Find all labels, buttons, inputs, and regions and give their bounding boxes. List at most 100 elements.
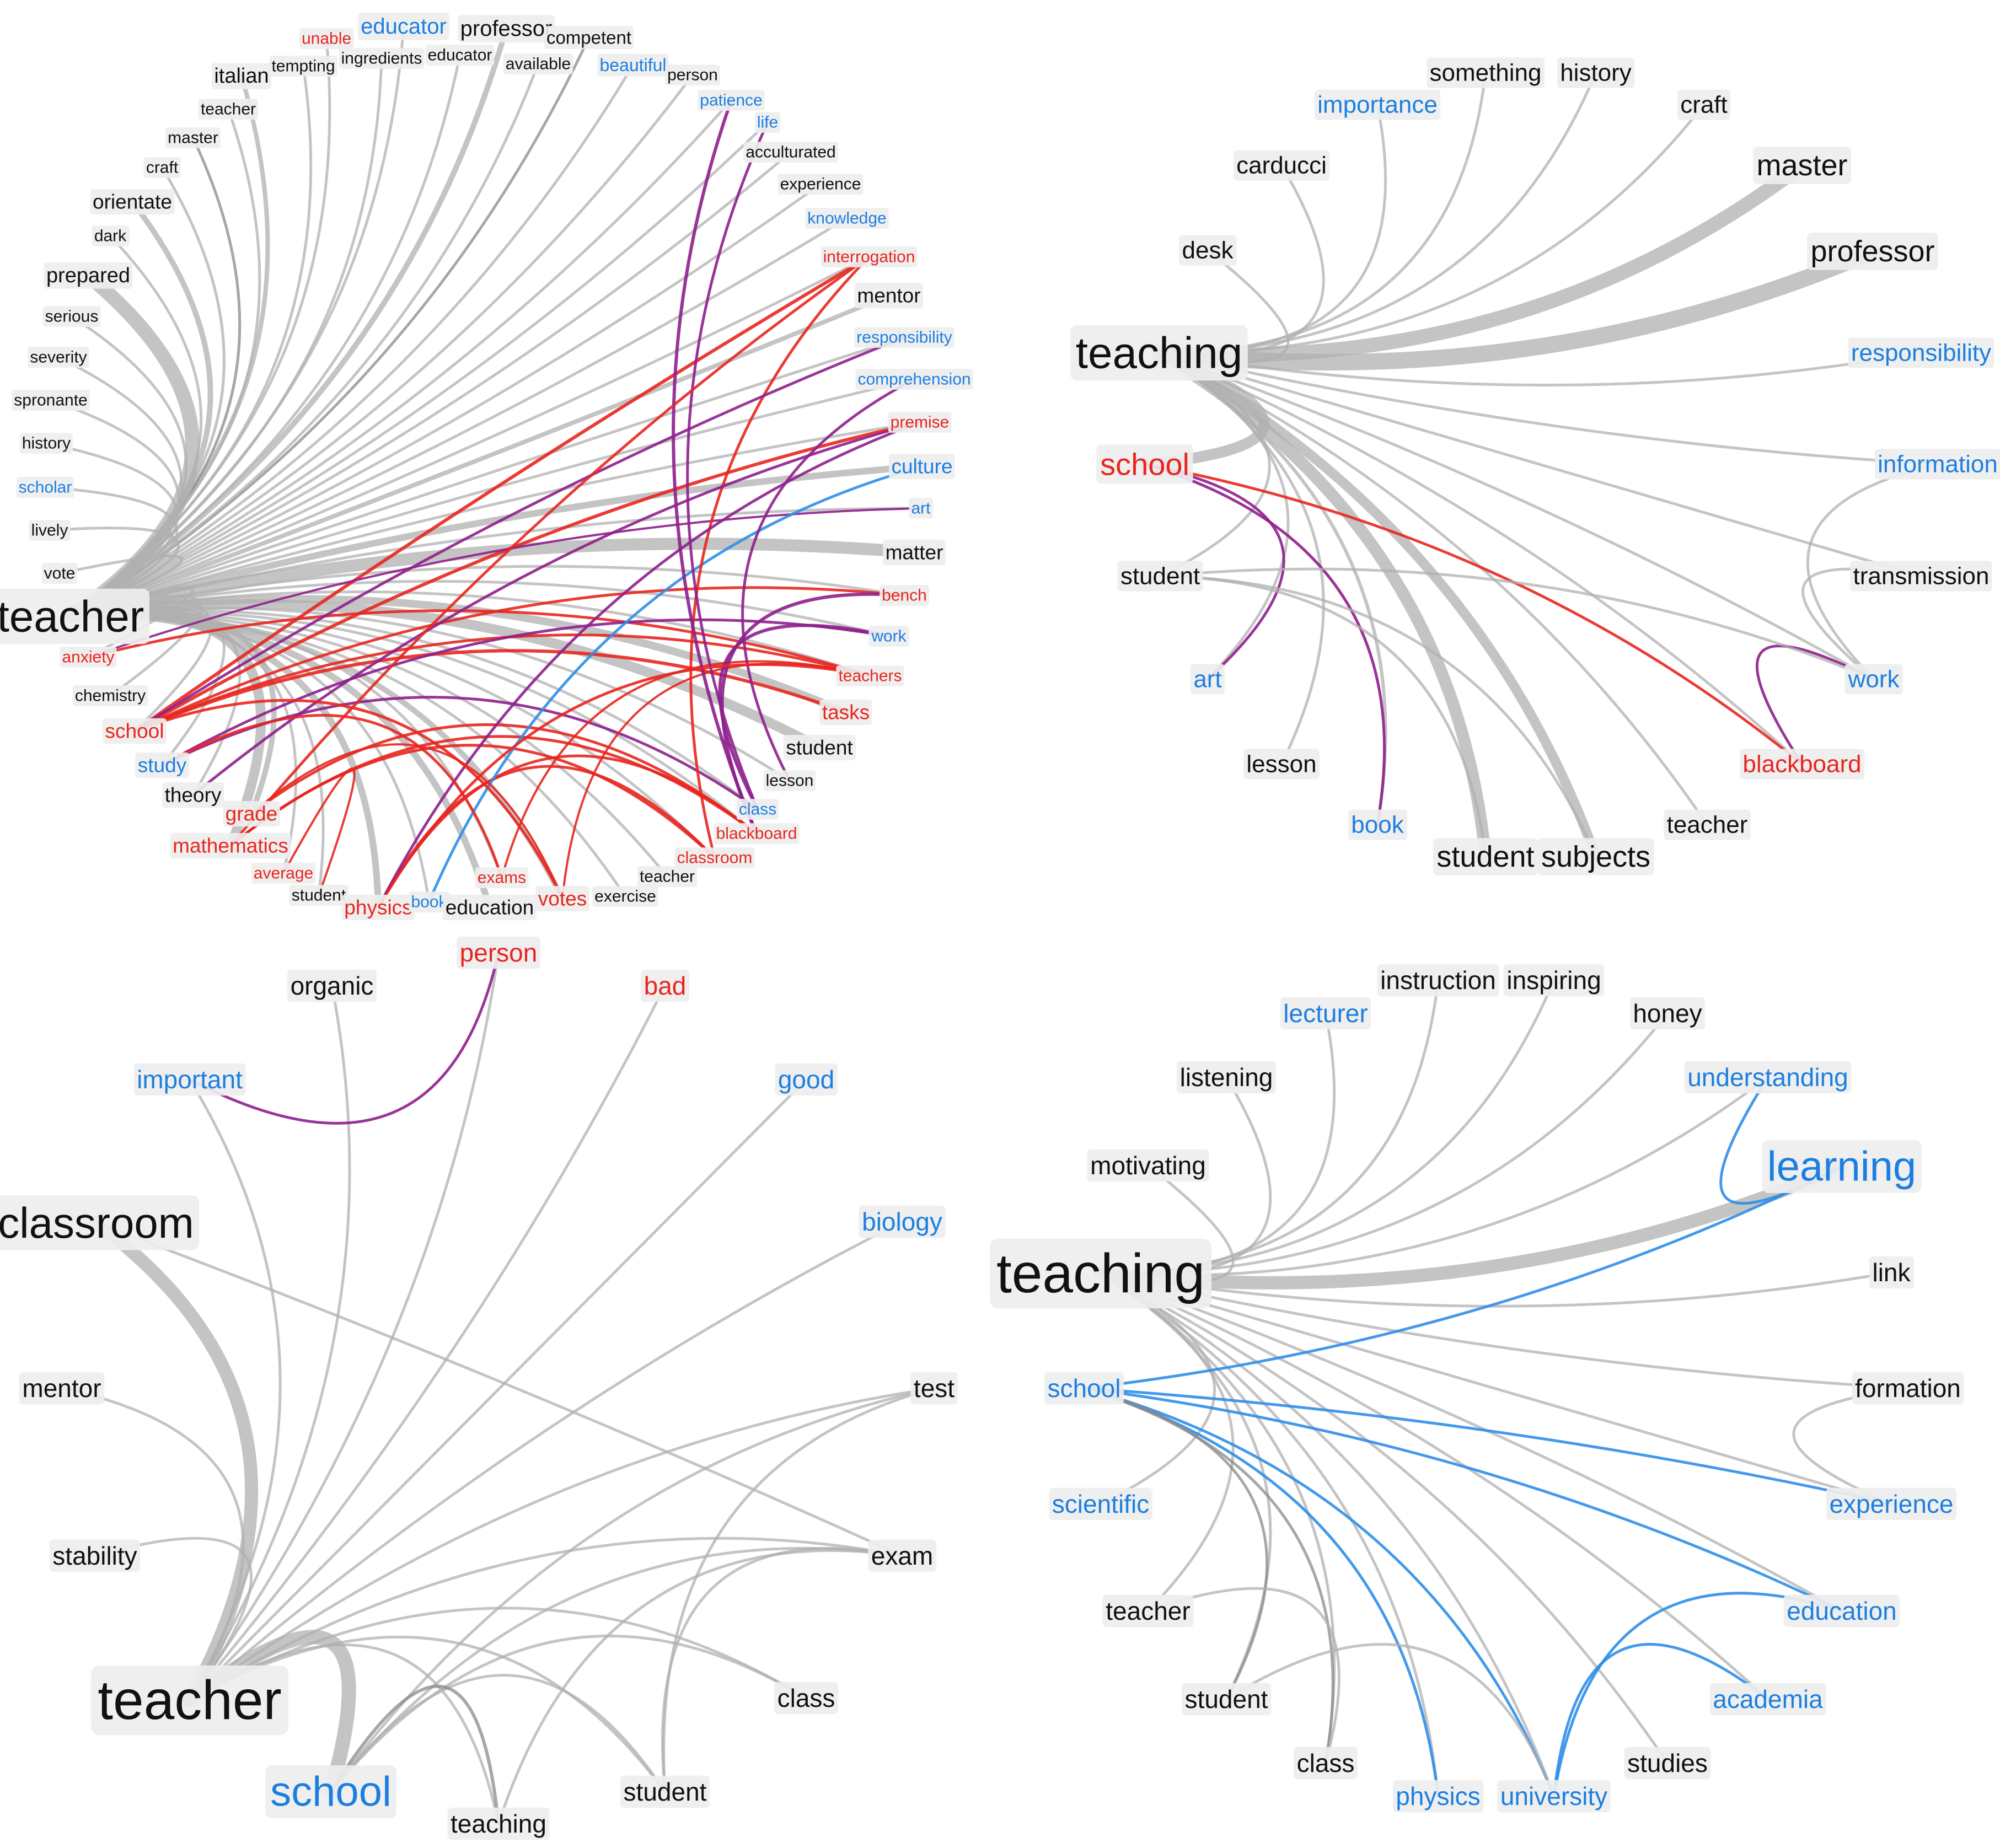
top-left-node-2-box	[457, 15, 555, 42]
bottom-left-node-14-box	[447, 1807, 550, 1840]
top-left-edge-19	[69, 217, 849, 618]
bottom-left-node-0-text: person	[460, 938, 538, 967]
top-left-node-14-text: life	[757, 114, 778, 132]
top-left-edge-26	[57, 356, 183, 618]
top-right-node-9-label: school	[1096, 444, 1193, 484]
top-left-node-22-box	[44, 262, 133, 289]
top-left-node-5-text: tempting	[271, 57, 335, 76]
top-left-node-55-text: exams	[478, 869, 526, 887]
top-left-node-28-box	[12, 390, 90, 411]
top-left-node-28-label: spronante	[12, 390, 90, 411]
top-left-node-39-label: anxiety	[60, 647, 117, 668]
top-left-node-47-text: theory	[165, 784, 222, 807]
top-left-node-14-box	[754, 112, 781, 133]
top-left-node-11-label: teacher	[198, 99, 259, 120]
bottom-right-node-19-box	[1392, 1780, 1484, 1813]
top-left-node-15-label: acculturated	[743, 142, 838, 163]
bottom-left-node-11-text: class	[778, 1684, 835, 1712]
bottom-left-node-8-label: test	[910, 1372, 958, 1405]
top-right-node-12-box	[1850, 561, 1992, 592]
top-right-node-1-text: history	[1560, 60, 1632, 87]
top-left-node-60-text: education	[446, 896, 534, 919]
bottom-right-node-18-box	[1624, 1747, 1711, 1780]
bottom-right-edge-22	[1082, 1387, 1556, 1798]
bottom-left-node-2-text: bad	[644, 971, 687, 1000]
bottom-right-node-3-label: honey	[1629, 997, 1706, 1030]
top-right-node-13-box	[1191, 664, 1225, 695]
top-left-node-1-label: educator	[358, 13, 449, 40]
top-left-edge-32	[44, 486, 179, 618]
top-left-node-10-text: person	[667, 66, 718, 84]
bottom-left-node-13-label: student	[620, 1775, 710, 1808]
bottom-right-edge-16	[1099, 1272, 1336, 1765]
top-left-node-26-box	[28, 347, 89, 368]
top-left-node-36-box	[41, 563, 78, 584]
bottom-right-node-11-label: scientific	[1049, 1487, 1152, 1521]
top-left-node-36-label: vote	[41, 563, 78, 584]
top-left-edge-44	[66, 599, 824, 753]
top-left-hub-box	[0, 588, 150, 644]
top-left-node-47-label: theory	[162, 782, 224, 808]
bottom-left-edge-23	[662, 1387, 936, 1793]
bottom-right-node-8-label: link	[1869, 1256, 1915, 1289]
bottom-right-node-6-label: motivating	[1087, 1149, 1209, 1182]
bottom-right-node-12-box	[1826, 1487, 1957, 1521]
top-left-node-16-box	[143, 157, 181, 178]
bottom-left-node-7-box	[19, 1372, 105, 1405]
bottom-right-hub-label: teaching	[989, 1238, 1212, 1309]
top-left-edge-92	[160, 713, 503, 879]
top-left-node-57-label: exercise	[592, 886, 658, 907]
top-left-node-30-text: history	[22, 434, 71, 453]
top-left-edge-30	[45, 442, 179, 618]
top-left-node-59-label: book	[409, 891, 450, 912]
top-right-node-11-box	[1117, 561, 1203, 592]
top-left-node-57-box	[592, 886, 658, 907]
bottom-right-edge-24	[1082, 1387, 1893, 1506]
bottom-left-node-3-box	[133, 1063, 246, 1096]
top-left-node-19-text: knowledge	[807, 209, 886, 228]
top-left-node-60-label: education	[443, 894, 537, 921]
bottom-left-hub-box	[91, 1665, 288, 1736]
bottom-left-edge-21	[497, 1549, 904, 1825]
top-right-node-0-box	[1427, 57, 1545, 88]
top-left-node-41-text: chemistry	[75, 687, 146, 705]
top-right-node-4-box	[1233, 150, 1330, 181]
bottom-left-node-1-box	[287, 969, 377, 1002]
top-left-node-50-label: blackboard	[714, 823, 800, 844]
top-right-node-9-text: school	[1100, 447, 1189, 482]
bottom-right-edge-21	[1082, 1387, 1843, 1613]
top-left-node-44-label: student	[783, 734, 856, 761]
top-left-edge-90	[250, 743, 564, 900]
top-left-node-61-text: votes	[538, 888, 587, 910]
bottom-right-node-0-text: instruction	[1380, 966, 1496, 995]
top-left-node-25-text: responsibility	[856, 329, 952, 347]
bottom-right-edge-7	[1094, 1160, 1848, 1290]
top-right-edge-14	[1157, 351, 1875, 681]
bottom-right-node-7-label: learning	[1762, 1140, 1922, 1193]
top-left-node-39-box	[60, 647, 117, 668]
top-right-node-10-text: information	[1878, 451, 1998, 478]
bottom-right-edge-23	[1082, 1387, 1440, 1798]
bottom-right-node-15-box	[1182, 1683, 1272, 1716]
top-left-node-2-text: professor	[460, 17, 553, 41]
top-left-node-61-label: votes	[535, 885, 589, 912]
top-left-edge-24	[69, 315, 188, 618]
top-right-node-15-label: lesson	[1243, 749, 1320, 780]
top-left-node-49-label: grade	[223, 801, 280, 827]
bottom-right-edge-0	[1099, 979, 1440, 1275]
top-left-node-50-box	[714, 823, 800, 844]
top-left-node-15-box	[743, 142, 838, 163]
bottom-left-node-8-text: test	[914, 1374, 955, 1403]
top-left-node-37-label: bench	[880, 585, 929, 606]
bottom-right-node-5-text: understanding	[1687, 1063, 1848, 1092]
bottom-left-edge-20	[329, 1684, 500, 1825]
bottom-right-edge-9	[1099, 1272, 1910, 1390]
bottom-right-edge-17	[1099, 1272, 1669, 1765]
top-left-edge-63	[133, 421, 921, 733]
top-left-node-27-box	[855, 369, 973, 390]
bottom-right-node-10-label: formation	[1852, 1372, 1964, 1405]
top-left-node-37-text: bench	[882, 587, 927, 605]
bottom-left-edge-24	[94, 1221, 904, 1557]
top-left-node-50-text: blackboard	[716, 825, 797, 843]
top-left-node-48-text: class	[739, 801, 776, 819]
